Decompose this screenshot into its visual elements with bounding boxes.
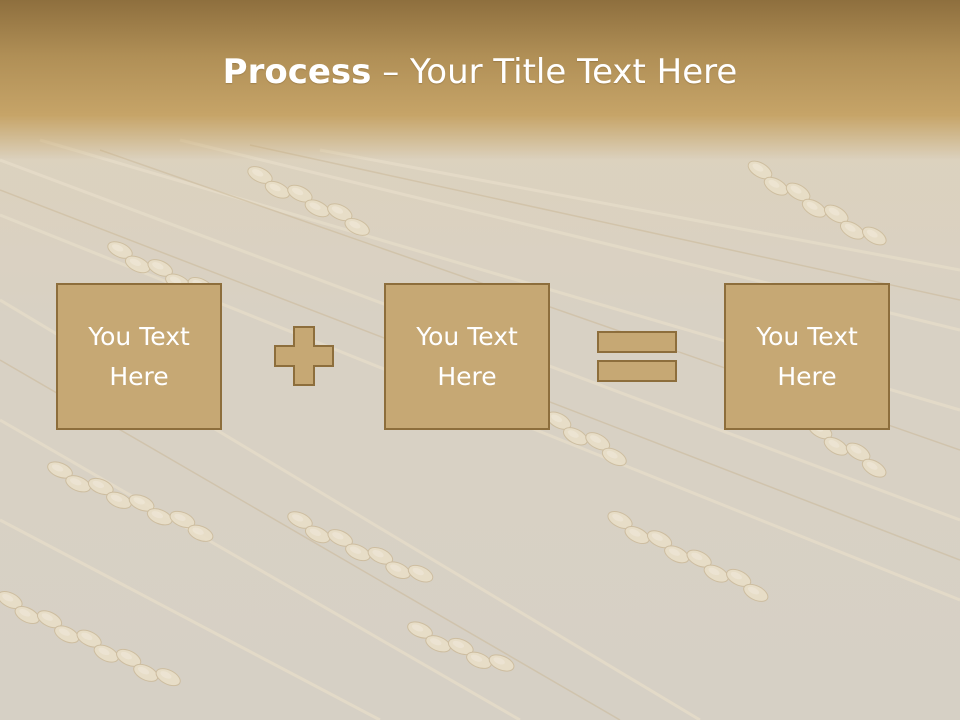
text-box-3-line-1: You Text <box>756 321 858 351</box>
text-box-1-line-1: You Text <box>88 321 190 351</box>
text-box-3-line-2: Here <box>777 361 837 391</box>
title-separator: – <box>371 52 411 92</box>
text-box-1[interactable]: You Text Here <box>56 283 222 430</box>
title-rest: Your Title Text Here <box>410 52 738 92</box>
text-box-3[interactable]: You Text Here <box>724 283 890 430</box>
text-box-1-line-2: Here <box>109 361 169 391</box>
text-box-2[interactable]: You Text Here <box>384 283 550 430</box>
title-band <box>0 0 960 160</box>
equals-icon <box>597 331 677 382</box>
text-box-2-label: You Text Here <box>397 317 537 397</box>
title-bold-part: Process <box>222 52 372 92</box>
text-box-2-line-2: Here <box>437 361 497 391</box>
text-box-3-label: You Text Here <box>737 317 877 397</box>
plus-icon <box>274 326 334 386</box>
slide-title: Process – Your Title Text Here <box>0 52 960 92</box>
text-box-1-label: You Text Here <box>69 317 209 397</box>
text-box-2-line-1: You Text <box>416 321 518 351</box>
